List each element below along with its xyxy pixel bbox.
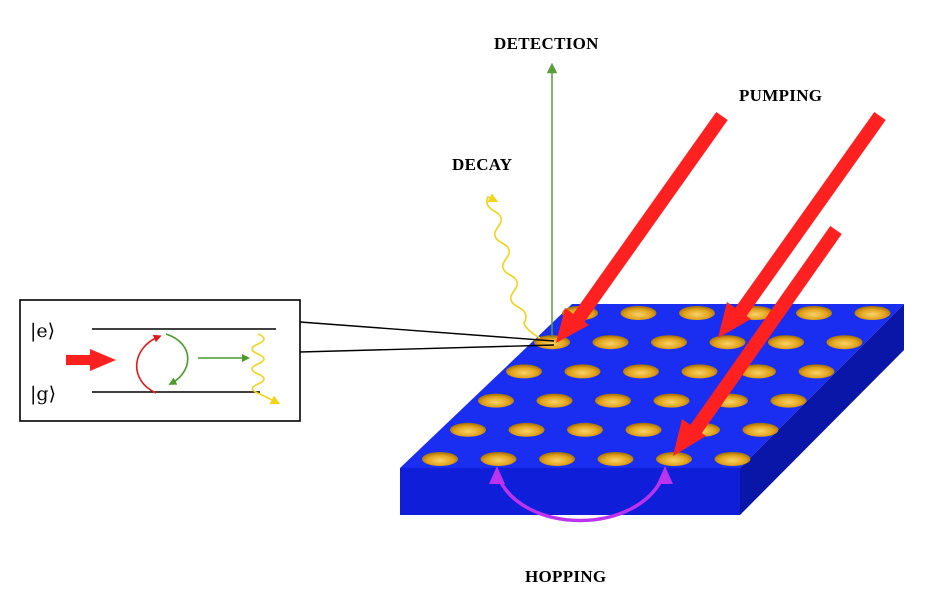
- slab-front-face: [400, 468, 740, 515]
- pumping-label: PUMPING: [739, 86, 822, 105]
- photonic-lattice-slab: [400, 304, 904, 515]
- decay-wave-icon: [486, 193, 541, 339]
- lattice-site: [681, 364, 718, 379]
- lattice-site: [826, 335, 863, 350]
- pump-arrow-icon: [556, 111, 728, 343]
- slab-side-face: [740, 304, 904, 515]
- lattice-site: [656, 452, 692, 466]
- lattice-site: [768, 335, 804, 350]
- lattice-site: [625, 422, 662, 437]
- lattice-site: [508, 422, 545, 437]
- inset-connector-top: [299, 321, 555, 342]
- lattice-site: [651, 335, 687, 350]
- lattice-site: [798, 364, 835, 379]
- lattice-site: [796, 306, 832, 320]
- lattice-site: [714, 452, 751, 466]
- lattice-site: [595, 393, 631, 408]
- lattice-site: [854, 306, 891, 320]
- hopping-arrowhead-right: [657, 466, 673, 484]
- hopping-arrow-icon: [495, 473, 666, 523]
- lattice-site: [506, 364, 542, 379]
- lattice-site: [679, 306, 715, 320]
- pump-arrow-icon: [673, 225, 842, 456]
- lattice-site: [450, 422, 486, 437]
- detection-label: DETECTION: [494, 34, 599, 53]
- lattice-site: [480, 452, 517, 466]
- lattice-site: [422, 452, 458, 466]
- inset-decay-wave-icon: [251, 333, 281, 405]
- lattice-site: [709, 335, 746, 350]
- lattice-site: [740, 364, 776, 379]
- lattice-site: [564, 364, 601, 379]
- lattice-site: [539, 452, 575, 466]
- lattice-site: [653, 393, 690, 408]
- lattice-site: [592, 335, 629, 350]
- hopping-label: HOPPING: [525, 567, 606, 586]
- hopping-arrowhead-left: [489, 466, 505, 484]
- lattice-site: [623, 364, 659, 379]
- relaxation-arrow-icon: [165, 333, 189, 385]
- excited-state-label: |e⟩: [30, 320, 55, 342]
- pump-arrow-icon: [718, 111, 886, 338]
- level-scheme-inset: |e⟩ |g⟩: [19, 299, 555, 422]
- excitation-arrow-icon: [135, 334, 162, 394]
- lattice-site: [536, 393, 573, 408]
- lattice-site: [770, 393, 807, 408]
- lattice-site: [620, 306, 657, 320]
- ground-state-label: |g⟩: [30, 383, 56, 405]
- decay-label: DECAY: [452, 155, 512, 174]
- lattice-site: [567, 422, 603, 437]
- lattice-site: [742, 422, 779, 437]
- lattice-site: [597, 452, 634, 466]
- inset-connector-bottom: [299, 344, 555, 353]
- inset-frame: [19, 299, 301, 422]
- inset-pump-arrow-icon: [66, 349, 116, 371]
- pump-arrows: [556, 111, 886, 456]
- lattice-site: [478, 393, 514, 408]
